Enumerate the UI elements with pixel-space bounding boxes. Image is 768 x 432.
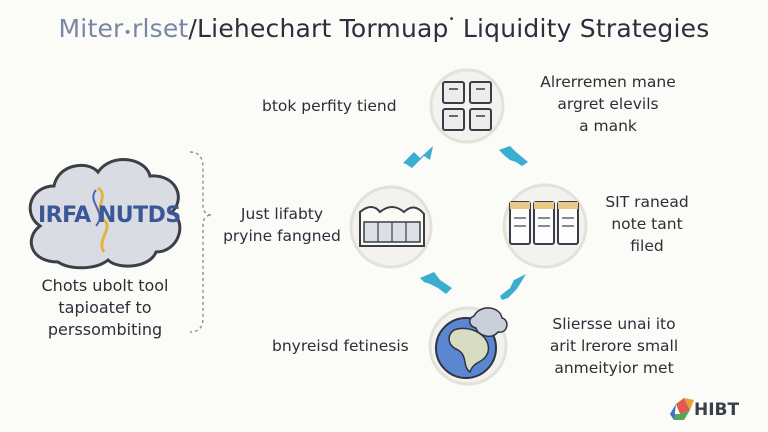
cloud-icon: [28, 158, 182, 270]
cloud-caption-line-3: perssombiting: [47, 320, 163, 339]
title-part-1: Miter: [58, 14, 124, 43]
storage-grid-icon: [429, 68, 505, 144]
documents-icon: [502, 183, 588, 269]
left-node-label-2: pryine fangned: [223, 227, 341, 245]
title-part-2: rlset: [131, 14, 189, 43]
top-right-label-3: a mank: [579, 117, 637, 135]
bottom-node-label: bnyreisd fetinesis: [272, 337, 409, 355]
top-right-label-1: Alrerremen mane: [540, 73, 676, 91]
globe-icon: [428, 306, 508, 386]
bottom-right-label-1: Sliersse unai ito: [552, 315, 676, 333]
right-node-label-2: note tant: [611, 215, 683, 233]
swirl-figure-2: [92, 189, 101, 227]
cloud-label: IRFA NUTDS: [38, 203, 181, 228]
arrow-top-left: [403, 146, 433, 168]
bottom-right-label-2: arit lrerore small: [549, 337, 679, 355]
arrow-bottom-right: [500, 274, 526, 300]
cloud-caption-line-1: Chots ubolt tool: [41, 276, 169, 295]
arrow-top-right: [499, 146, 528, 166]
page-title: Miter•rlset/Liehechart Tormuap• Liquidit…: [0, 14, 768, 43]
dashed-bracket: [189, 151, 213, 333]
title-part-4: Liquidity Strategies: [462, 14, 710, 43]
vault-icon: [349, 185, 433, 269]
top-right-label-2: argret elevils: [557, 95, 659, 113]
right-node-label-1: SIT ranead: [605, 193, 689, 211]
arrow-bottom-left: [420, 272, 452, 294]
right-node-label-3: filed: [630, 237, 664, 255]
cloud-caption-line-2: tapioatef to: [58, 298, 152, 317]
top-node-label: btok perfity tiend: [262, 97, 397, 115]
title-part-3: /Liehechart Tormuap: [188, 14, 449, 43]
swirl-figure: [96, 186, 109, 253]
hibt-logo-text: HIBT: [694, 400, 740, 420]
title-sup: •: [448, 14, 455, 25]
bottom-right-label-3: anmeityior met: [554, 359, 674, 377]
left-node-label-1: Just lifabty: [240, 205, 324, 223]
hibt-logo-icon: [670, 398, 694, 420]
title-dot: •: [123, 25, 132, 41]
